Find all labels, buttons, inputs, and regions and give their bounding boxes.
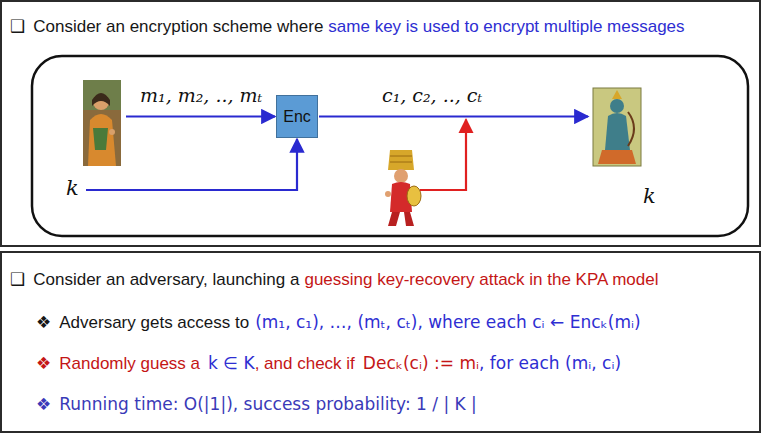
slide-text: , and check if <box>255 354 355 374</box>
slide-text: k ∈ K <box>208 353 255 373</box>
picture-ground <box>593 88 641 166</box>
figure-body <box>88 114 116 166</box>
slide-text: (m₁, c₁), …, (mₜ, cₜ), where each cᵢ ← E… <box>255 312 640 332</box>
key-label: k <box>641 184 658 208</box>
figure-legs <box>388 212 414 226</box>
receiver-picture <box>593 88 641 166</box>
figure-head <box>610 99 624 113</box>
message-label: m₁, m₂, .., mₜ <box>138 84 264 106</box>
adversary-picture <box>385 150 421 226</box>
figure-crown <box>612 90 622 99</box>
picture-ground <box>83 80 121 110</box>
slide-text: Consider an encryption scheme where <box>33 17 323 37</box>
wires <box>86 117 588 191</box>
figure-shield <box>407 186 421 206</box>
figure-body <box>605 113 630 150</box>
slide-text: , for each (mᵢ, cᵢ) <box>479 353 621 373</box>
slide-panel: ❑ Consider an encryption scheme wheresame… <box>0 0 761 247</box>
bullet-symbol: ❑ <box>10 16 25 37</box>
slide-panel: ❑ Consider an adversary, launching aguess… <box>0 251 761 433</box>
slide-text: Consider an adversary, launching a <box>33 270 299 290</box>
bullet-symbol: ❖ <box>36 312 51 333</box>
bullet-symbol: ❖ <box>36 353 51 374</box>
figure-garment <box>598 150 636 164</box>
slide-text: Randomly guess a <box>59 354 200 374</box>
figure-crown <box>388 150 414 170</box>
slide-text: guessing key-recovery attack in the KPA … <box>304 270 658 290</box>
figure-bow <box>628 112 634 146</box>
eavesdrop-arrow <box>420 120 466 191</box>
bullet-symbol: ❖ <box>36 394 51 415</box>
text-line: ❖ Adversary gets access to (m₁, c₁), …, (m… <box>36 312 641 333</box>
bullet-symbol: ❑ <box>10 269 25 290</box>
key-arrow <box>86 139 297 190</box>
sender-picture <box>83 80 121 166</box>
slide-text: Running time: O(|1|), success probabilit… <box>59 394 477 414</box>
text-line: ❑ Consider an adversary, launching aguess… <box>10 269 658 290</box>
figure-head <box>394 169 408 183</box>
message-label: c₁, c₂, .., cₜ <box>380 84 484 106</box>
figure-hand <box>385 191 391 197</box>
text-line: ❖ Randomly guess a k ∈ K, and check if Decₖ… <box>36 353 621 374</box>
figure-hair <box>92 93 110 106</box>
key-label: k <box>64 176 81 200</box>
figure-head <box>93 94 109 110</box>
text-line: ❖ Running time: O(|1|), success probabili… <box>36 394 477 415</box>
picture-ground <box>83 80 121 166</box>
text-line: ❑ Consider an encryption scheme wheresame… <box>10 16 685 37</box>
slide-text: Adversary gets access to <box>59 313 249 333</box>
crown-bands <box>390 156 412 162</box>
slide-text: Decₖ(cᵢ) := mᵢ <box>363 353 479 373</box>
figure-hand <box>109 129 115 135</box>
channel-frame <box>32 56 748 236</box>
box-label: Enc <box>283 108 311 126</box>
encryption-box: Enc <box>276 95 318 138</box>
picture-border <box>593 88 641 166</box>
figure-garment <box>93 128 108 150</box>
message-arrow <box>126 115 275 117</box>
slide-text: same key is used to encrypt multiple mes… <box>328 17 684 37</box>
ciphertext-arrow <box>319 115 588 117</box>
